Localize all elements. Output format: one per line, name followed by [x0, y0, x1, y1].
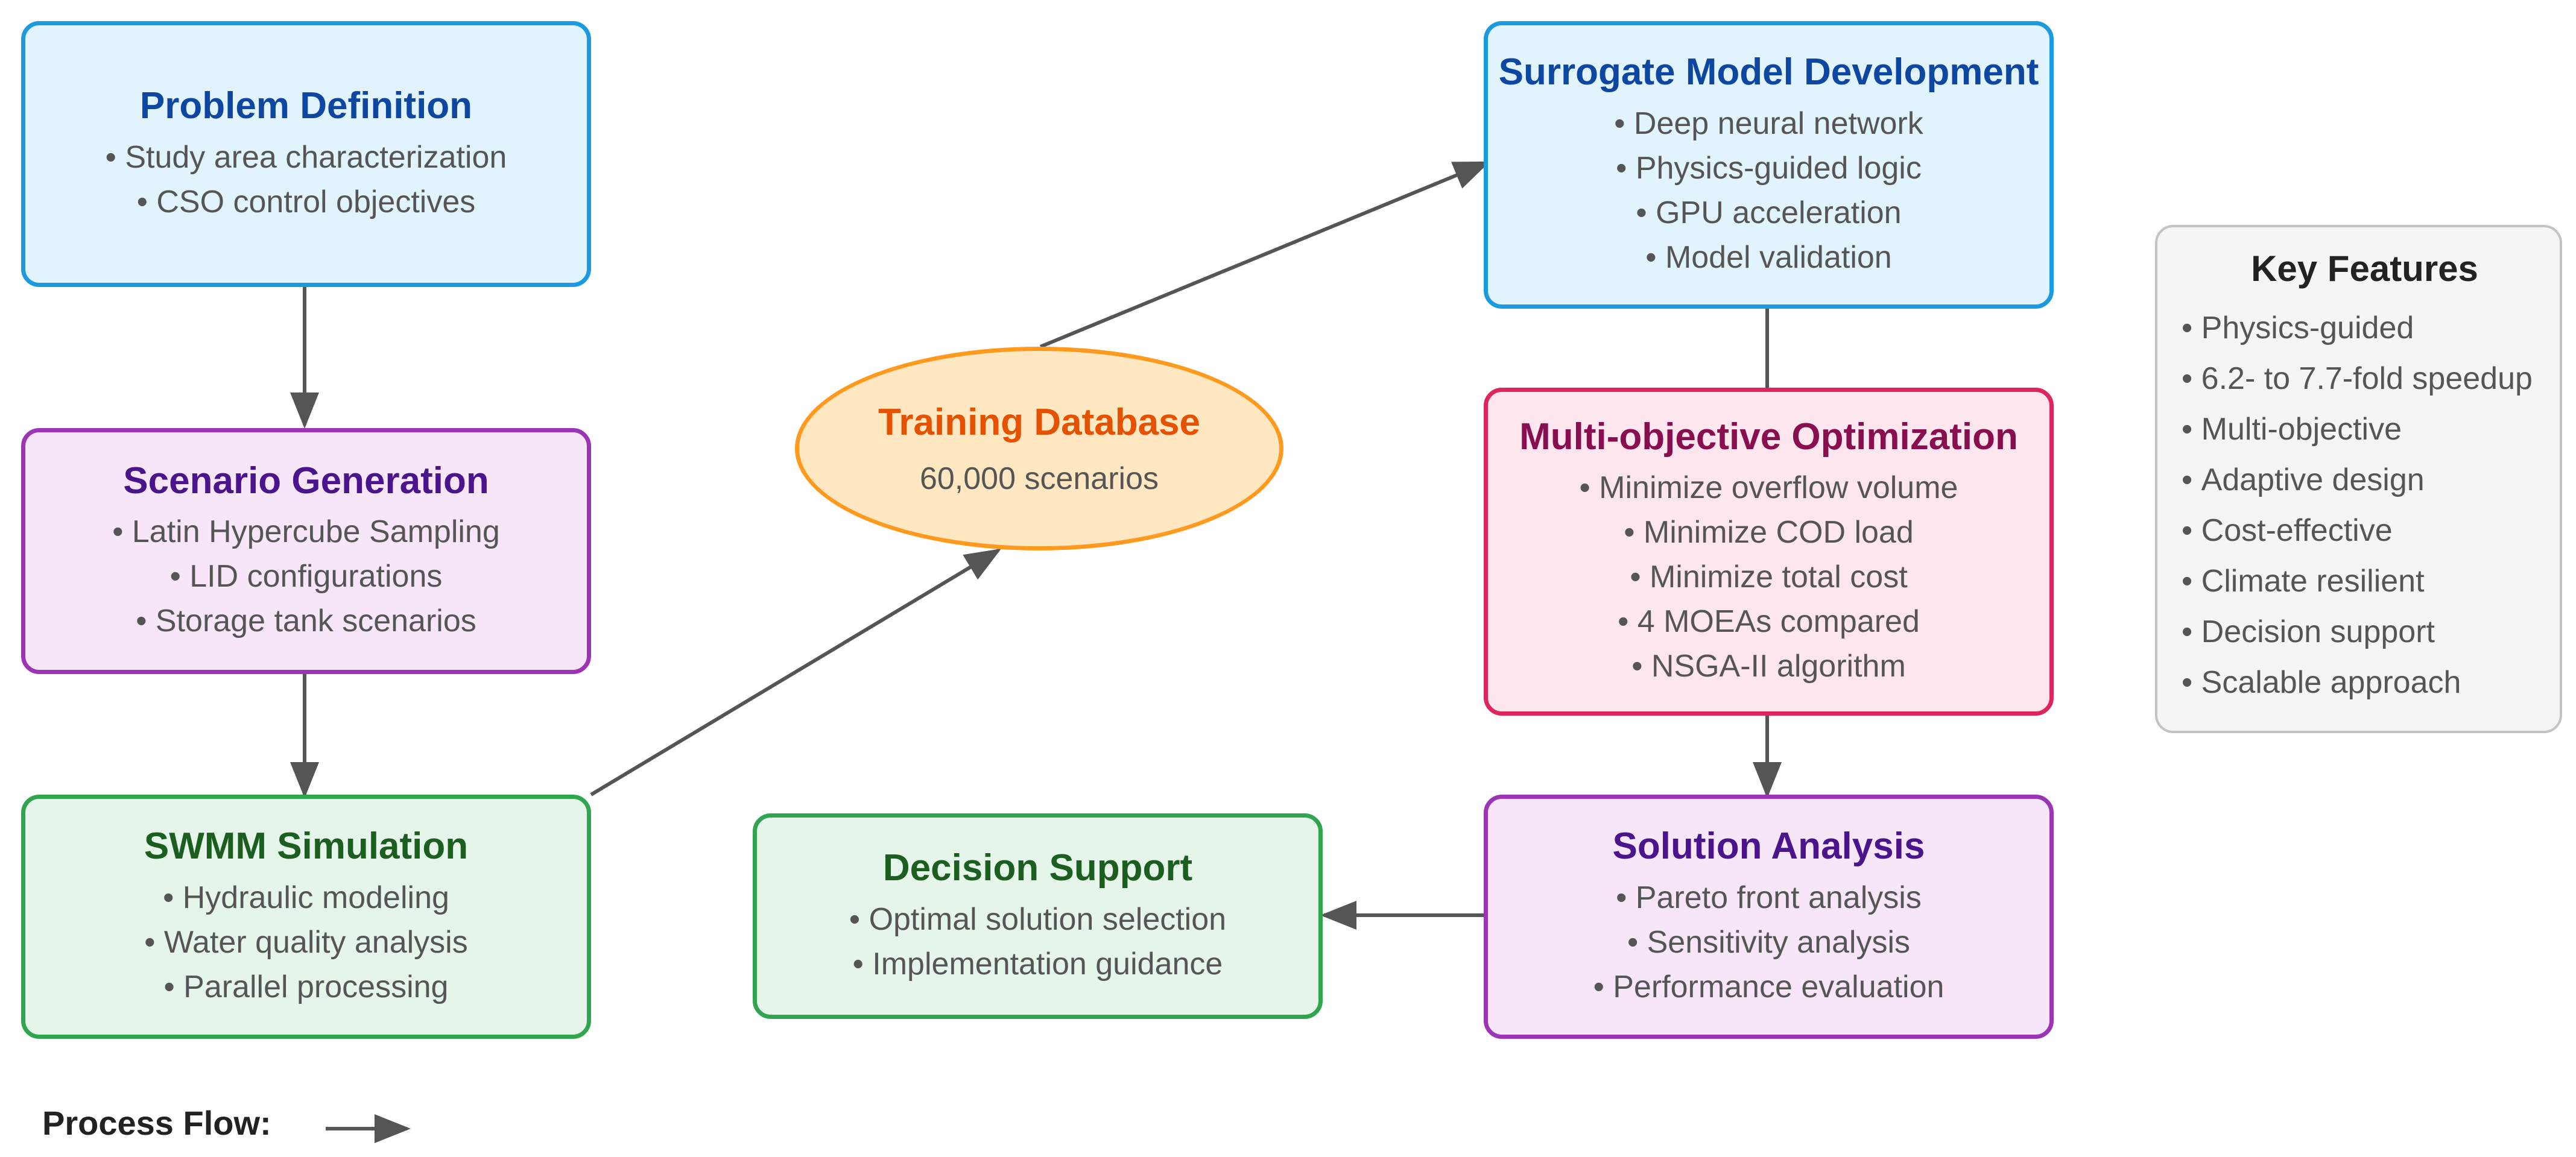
- training-database-subtitle: 60,000 scenarios: [919, 461, 1159, 496]
- key-features-list: Physics-guided 6.2- to 7.7-fold speedup …: [2182, 303, 2548, 708]
- process-flow-legend: Process Flow:: [42, 1103, 271, 1143]
- solution-analysis-list: Pareto front analysis Sensitivity analys…: [1593, 875, 1945, 1009]
- decision-support-title: Decision Support: [882, 847, 1193, 889]
- problem-definition-list: Study area characterization CSO control …: [106, 135, 507, 224]
- scenario-generation-box: Scenario Generation Latin Hypercube Samp…: [21, 428, 591, 674]
- legend-label: Process Flow:: [42, 1104, 271, 1142]
- swmm-simulation-title: SWMM Simulation: [144, 825, 469, 868]
- training-database-title: Training Database: [878, 401, 1201, 443]
- key-features-panel: Key Features Physics-guided 6.2- to 7.7-…: [2155, 225, 2562, 733]
- list-item: Minimize COD load: [1580, 510, 1958, 555]
- list-item: CSO control objectives: [106, 180, 507, 224]
- list-item: Parallel processing: [144, 965, 467, 1009]
- surrogate-model-box: Surrogate Model Development Deep neural …: [1484, 21, 2054, 309]
- problem-definition-box: Problem Definition Study area characteri…: [21, 21, 591, 287]
- list-item: Hydraulic modeling: [144, 875, 467, 920]
- arrow-swmm-to-database: [590, 548, 1002, 796]
- list-item: LID configurations: [112, 554, 500, 599]
- list-item: Deep neural network: [1614, 101, 1923, 146]
- list-item: Optimal solution selection: [849, 897, 1227, 942]
- multi-objective-optimization-title: Multi-objective Optimization: [1519, 415, 2018, 458]
- list-item: Sensitivity analysis: [1593, 920, 1945, 965]
- surrogate-model-title: Surrogate Model Development: [1498, 51, 2039, 93]
- list-item: Implementation guidance: [849, 942, 1226, 986]
- list-item: Decision support: [2182, 607, 2548, 657]
- list-item: 6.2- to 7.7-fold speedup: [2182, 353, 2548, 404]
- scenario-generation-title: Scenario Generation: [123, 459, 489, 502]
- swmm-simulation-box: SWMM Simulation Hydraulic modeling Water…: [21, 795, 591, 1039]
- list-item: Physics-guided: [2182, 303, 2548, 353]
- decision-support-list: Optimal solution selection Implementatio…: [849, 897, 1227, 986]
- list-item: Performance evaluation: [1593, 965, 1944, 1009]
- list-item: 4 MOEAs compared: [1580, 599, 1958, 644]
- arrow-database-to-surrogate: [1039, 161, 1490, 348]
- scenario-generation-list: Latin Hypercube Sampling LID configurati…: [112, 509, 500, 643]
- multi-objective-optimization-list: Minimize overflow volume Minimize COD lo…: [1580, 465, 1958, 689]
- key-features-title: Key Features: [2251, 248, 2478, 289]
- list-item: Minimize overflow volume: [1580, 465, 1958, 510]
- list-item: Minimize total cost: [1580, 555, 1958, 599]
- list-item: Pareto front analysis: [1593, 875, 1945, 920]
- solution-analysis-box: Solution Analysis Pareto front analysis …: [1484, 795, 2054, 1039]
- list-item: Scalable approach: [2182, 657, 2548, 708]
- training-database-ellipse: Training Database 60,000 scenarios: [795, 347, 1283, 550]
- list-item: NSGA-II algorithm: [1580, 644, 1958, 689]
- list-item: Physics-guided logic: [1614, 146, 1923, 191]
- list-item: Water quality analysis: [144, 920, 468, 965]
- list-item: Climate resilient: [2182, 556, 2548, 607]
- list-item: Cost-effective: [2182, 505, 2548, 556]
- swmm-simulation-list: Hydraulic modeling Water quality analysi…: [144, 875, 468, 1009]
- problem-definition-title: Problem Definition: [139, 85, 473, 127]
- list-item: Latin Hypercube Sampling: [112, 509, 500, 554]
- list-item: Storage tank scenarios: [112, 599, 500, 643]
- surrogate-model-list: Deep neural network Physics-guided logic…: [1614, 101, 1923, 280]
- multi-objective-optimization-box: Multi-objective Optimization Minimize ov…: [1484, 388, 2054, 716]
- list-item: Model validation: [1614, 235, 1923, 280]
- list-item: Adaptive design: [2182, 455, 2548, 505]
- decision-support-box: Decision Support Optimal solution select…: [753, 813, 1323, 1019]
- list-item: Multi-objective: [2182, 404, 2548, 455]
- solution-analysis-title: Solution Analysis: [1612, 825, 1925, 868]
- list-item: GPU acceleration: [1614, 191, 1923, 235]
- list-item: Study area characterization: [106, 135, 507, 180]
